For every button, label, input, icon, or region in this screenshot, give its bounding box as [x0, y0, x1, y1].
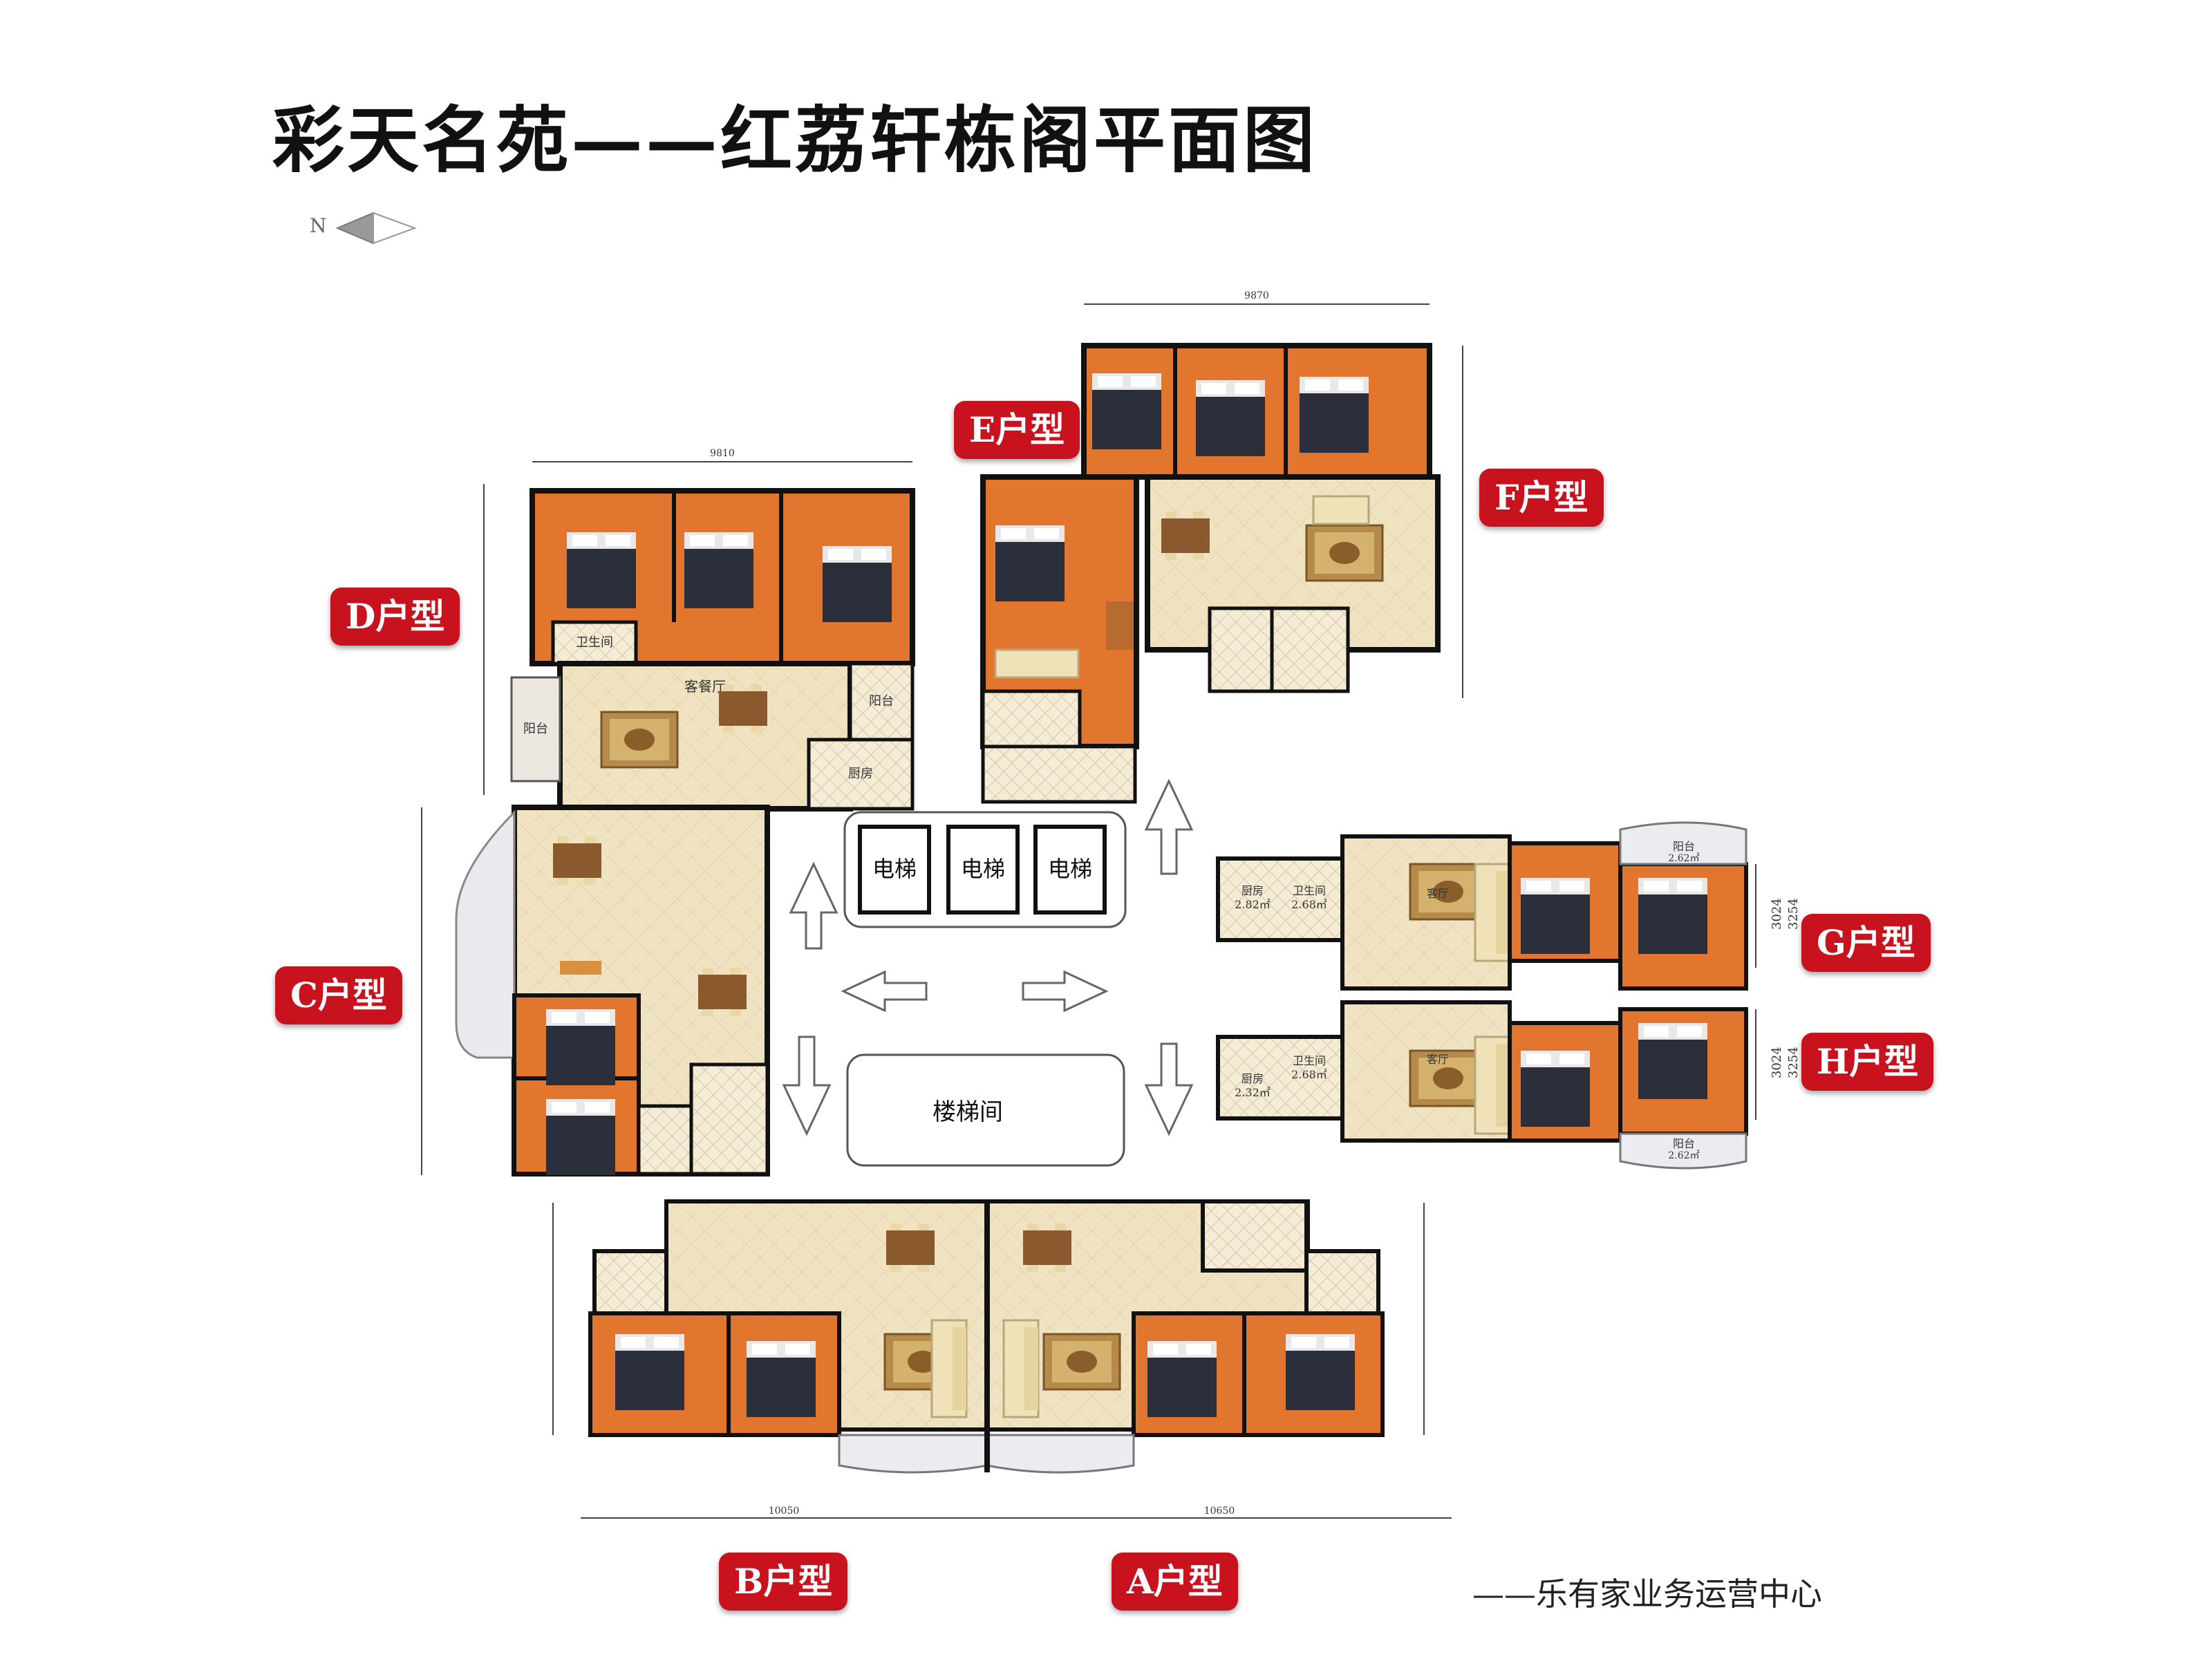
north-arrow-icon	[335, 212, 417, 245]
unit-g-plan: 厨房 2.82㎡ 卫生间 2.68㎡ 客厅 阳台 2.62㎡	[1216, 821, 1748, 991]
credit-text: ——乐有家业务运营中心	[1472, 1575, 1822, 1613]
g-balcony-label: 阳台	[1673, 840, 1695, 853]
dimension-lines	[421, 303, 1756, 1519]
g-living-label: 客厅	[1427, 887, 1449, 900]
unit-h-plan: 厨房 2.32㎡ 卫生间 2.68㎡ 客厅 阳台 2.62㎡ 3024 3254…	[1216, 898, 1801, 1170]
unit-f-plan	[1081, 343, 1441, 693]
a-bottom-dimension: 10650	[1204, 1506, 1235, 1517]
b-bottom-dimension: 10050	[769, 1506, 800, 1517]
e-top-dimension: 9870	[1244, 290, 1269, 301]
g-balcony-area: 2.62㎡	[1668, 853, 1699, 864]
d-kitchen-label: 厨房	[848, 767, 873, 781]
d-bath-label: 卫生间	[576, 635, 613, 650]
north-label: N	[310, 214, 327, 237]
unit-label-h: H户型	[1801, 1033, 1934, 1091]
unit-e-plan	[980, 474, 1139, 804]
g-kitchen-label: 厨房	[1241, 884, 1264, 897]
h-dim-2: 3254	[1786, 1047, 1801, 1078]
unit-a-plan	[984, 1199, 1385, 1474]
h-living-label: 客厅	[1427, 1053, 1449, 1066]
h-balcony-area: 2.62㎡	[1668, 1150, 1699, 1161]
d-top-dimension: 9810	[710, 448, 735, 459]
elevator-2-label: 电梯	[961, 856, 1005, 882]
building-core: 电梯 电梯 电梯 楼梯间	[782, 778, 1194, 1167]
d-balcony2-label: 阳台	[869, 694, 894, 709]
elevator-3-label: 电梯	[1048, 856, 1092, 882]
g-bath-label: 卫生间	[1293, 884, 1326, 897]
unit-label-b: B户型	[719, 1553, 848, 1611]
stairwell-label: 楼梯间	[932, 1098, 1003, 1126]
unit-label-d: D户型	[330, 588, 460, 646]
g-kitchen-area: 2.82㎡	[1235, 898, 1271, 911]
unit-label-g: G户型	[1801, 914, 1931, 972]
h-dim-1: 3024	[1770, 1047, 1784, 1078]
g-dim-2: 3254	[1786, 898, 1801, 930]
unit-label-e: E户型	[954, 401, 1080, 459]
unit-label-a: A户型	[1112, 1553, 1238, 1611]
h-kitchen-label: 厨房	[1241, 1072, 1264, 1085]
unit-b-plan	[588, 1199, 989, 1474]
g-bath-area: 2.68㎡	[1291, 898, 1327, 911]
unit-label-f: F户型	[1479, 469, 1604, 527]
h-balcony-label: 阳台	[1673, 1137, 1695, 1150]
h-bath-area: 2.68㎡	[1291, 1068, 1327, 1081]
unit-d-plan: 卫生间 客餐厅 阳台 阳台 厨房	[510, 488, 915, 812]
elevator-1-label: 电梯	[872, 856, 917, 882]
g-dim-1: 3024	[1770, 898, 1784, 930]
unit-c-plan	[455, 805, 770, 1177]
h-bath-label: 卫生间	[1293, 1054, 1326, 1067]
page-title: 彩天名苑——红荔轩栋阁平面图	[272, 97, 1318, 182]
unit-label-c: C户型	[275, 966, 402, 1024]
h-kitchen-area: 2.32㎡	[1235, 1086, 1271, 1099]
d-balcony-label: 阳台	[523, 722, 548, 736]
